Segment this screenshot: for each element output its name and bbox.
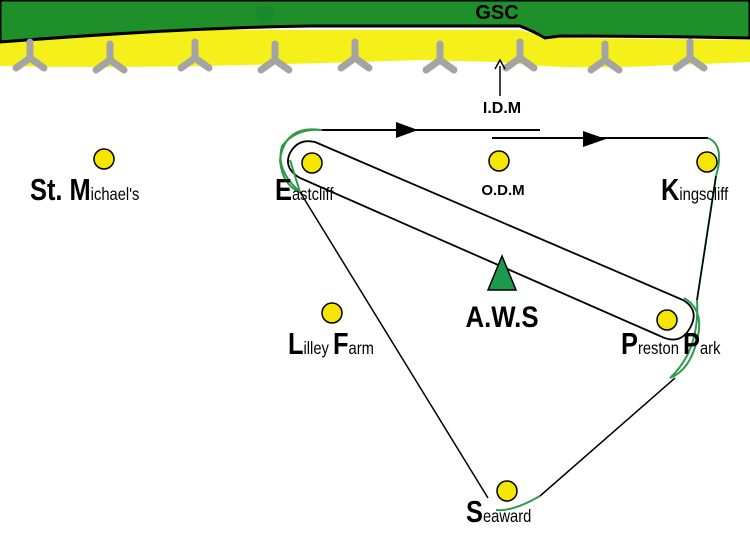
aws-triangle-icon [486, 254, 518, 291]
station-label: Seaward [466, 495, 531, 530]
station-initial: P [621, 327, 638, 362]
sand-strip [0, 29, 750, 68]
kingscliff-preston-line [696, 175, 717, 301]
station-kingscliff: Kingscliff [661, 151, 729, 208]
top-route [320, 122, 708, 147]
idm-arrow-head-icon [494, 58, 506, 70]
station-initial: S [466, 495, 483, 530]
tree-icon [256, 5, 274, 23]
station-dot-icon [321, 302, 343, 324]
eastcliff-preston-loop [287, 140, 695, 341]
station-initial-2: F [333, 327, 349, 362]
station-label-rest: ichael's [91, 185, 140, 205]
station-dot-icon [656, 309, 678, 331]
station-label-rest: astcliff [292, 185, 334, 205]
grass-strip [0, 0, 750, 44]
station-label: Kingscliff [661, 173, 729, 208]
station-label: Preston Park [621, 327, 721, 362]
station-label-mid: t. M [47, 173, 91, 208]
idm-label: I.D.M [483, 100, 521, 117]
outer-route [299, 175, 717, 499]
station-label-mid: illey [304, 339, 333, 359]
station-label-rest: ark [700, 339, 721, 359]
gsc-label: GSC [475, 2, 518, 24]
station-initial-2: P [683, 327, 700, 362]
station-initial: K [661, 173, 680, 208]
station-label-mid: reston [638, 339, 683, 359]
trap-icon [587, 40, 623, 74]
trap-icon [502, 38, 538, 72]
station-label-rest: ingscliff [679, 185, 728, 205]
station-label-rest: eaward [483, 507, 531, 527]
station-initial: L [288, 327, 304, 362]
station-dot-icon [496, 480, 518, 502]
trap-icon [422, 40, 458, 74]
trap-icon [12, 38, 48, 72]
idm-marker: I.D.M [483, 58, 521, 117]
station-dot-icon [488, 150, 510, 172]
trap-icon [257, 40, 293, 74]
station-odm: O.D.M [481, 150, 525, 199]
station-dot-icon [696, 151, 718, 173]
boundary-green-arc [279, 128, 323, 193]
trap-icon [672, 38, 708, 72]
station-label: Lilley Farm [288, 327, 374, 362]
boundary-green-sw [495, 495, 541, 512]
station-label-rest: arm [349, 339, 374, 359]
station-eastcliff: Eastcliff [275, 152, 334, 208]
preston-seaward-line [539, 377, 676, 497]
trap-icon [92, 40, 128, 74]
trap-row [12, 38, 708, 74]
station-lilley-farm: Lilley Farm [288, 302, 374, 362]
aws-label: A.W.S [465, 300, 538, 333]
station-preston-park: Preston Park [621, 309, 721, 362]
station-dot-icon [93, 148, 115, 170]
station-seaward: Seaward [466, 480, 531, 530]
route-arrow-icon [396, 122, 418, 138]
aws-marker: A.W.S [465, 254, 539, 333]
station-initial: S [30, 173, 47, 208]
station-label: Eastcliff [275, 173, 334, 208]
station-initial: E [275, 173, 292, 208]
route-arrow-icon [583, 131, 606, 147]
trap-icon [337, 38, 373, 72]
eastcliff-seaward-line [299, 191, 489, 499]
station-st-michaels: St. Michael's [30, 148, 139, 208]
trap-icon [177, 38, 213, 72]
station-dot-icon [301, 152, 323, 174]
coast: GSC [0, 0, 750, 68]
station-label: O.D.M [481, 182, 524, 199]
station-label: St. Michael's [30, 173, 139, 208]
